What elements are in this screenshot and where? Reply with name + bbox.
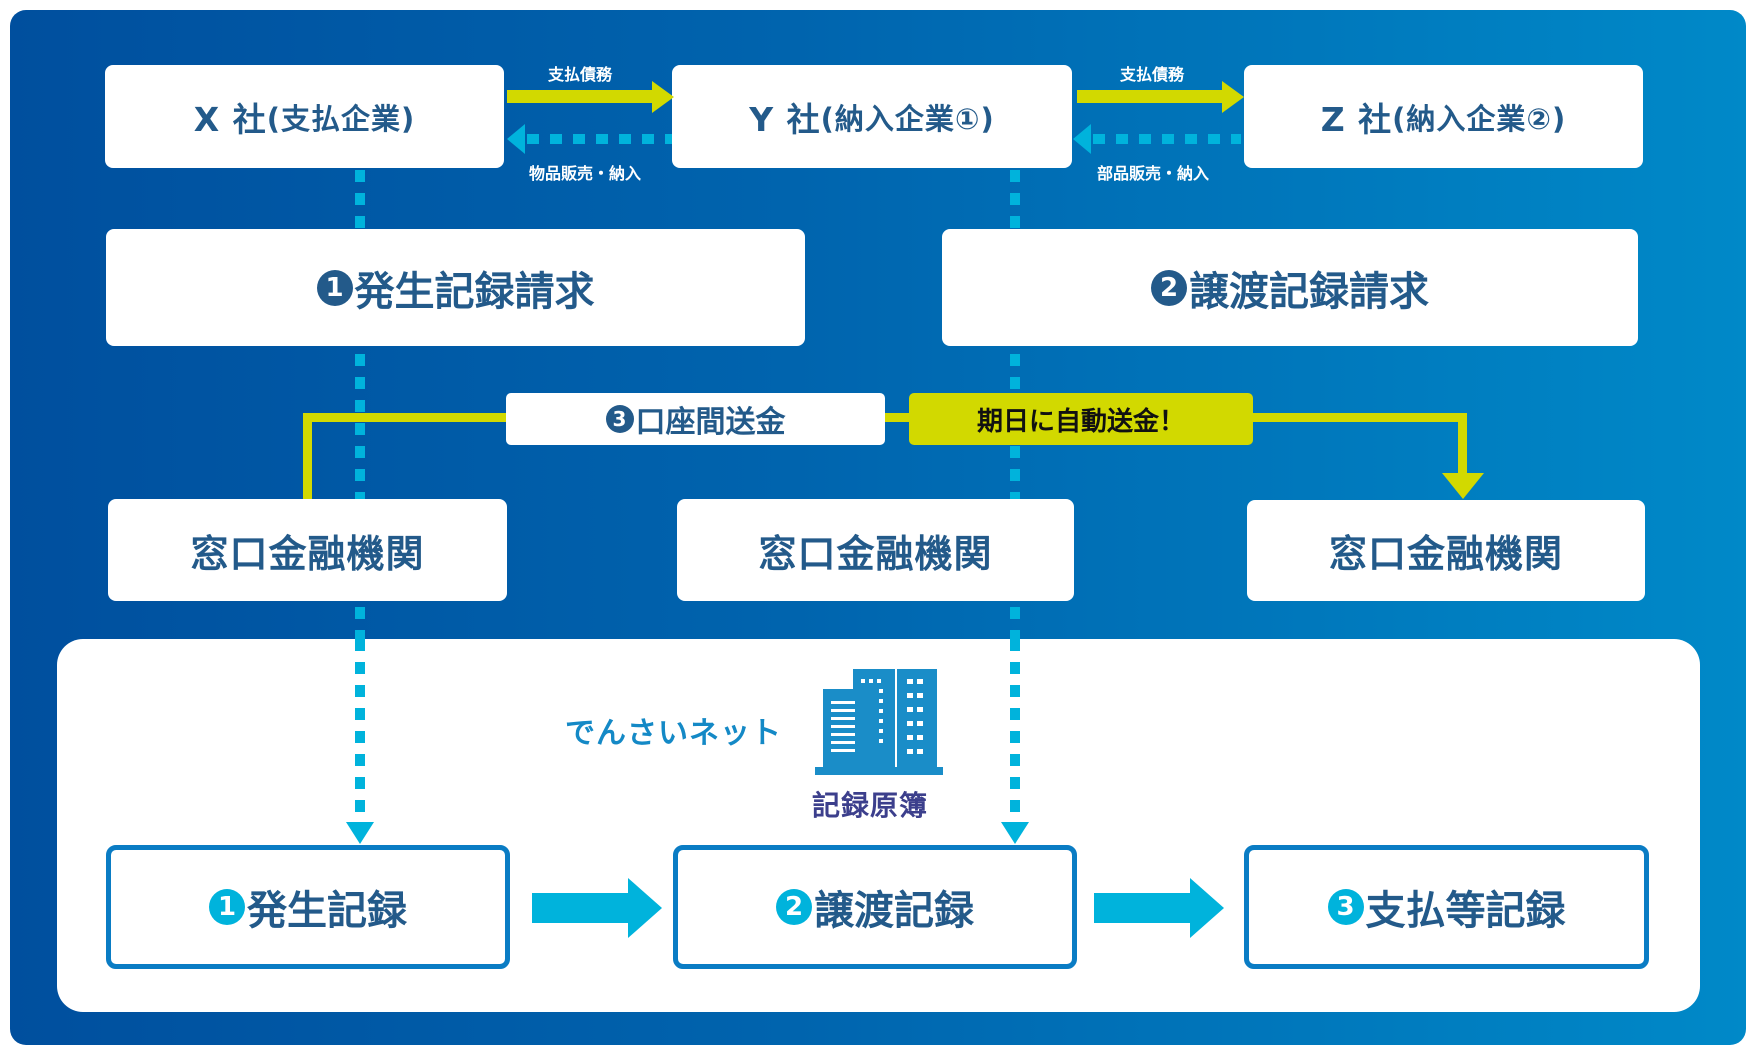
debt-arrow-y-to-z-head	[1222, 81, 1244, 113]
step-3-badge: 3	[605, 405, 634, 433]
bank-box-x: 窓口金融機関	[108, 499, 507, 601]
request-issuance-label: 発生記録請求	[354, 268, 595, 315]
auto-transfer-label: 期日に自動送金！	[976, 406, 1185, 437]
record-transfer-label: 譲渡記録	[814, 888, 974, 934]
step-2-badge: 2	[1151, 269, 1187, 306]
record-step-2-badge: 2	[776, 889, 812, 925]
debt-arrow-x-to-y-head	[652, 81, 674, 113]
densai-net-brand: でんさいネット	[565, 716, 782, 751]
transfer-line-right-vertical	[1458, 413, 1467, 475]
company-y-role: (納入企業①)	[820, 101, 995, 136]
bank-label-x: 窓口金融機関	[190, 531, 425, 576]
y-column-dotted-line-lower	[1010, 639, 1020, 823]
auto-transfer-badge: 期日に自動送金！	[909, 393, 1253, 445]
debt-arrow-y-to-z-shaft	[1077, 90, 1225, 103]
step-1-badge: 1	[316, 269, 353, 306]
company-z-box: Z 社(納入企業②)	[1244, 65, 1643, 168]
company-x-role: (支払企業)	[266, 101, 416, 136]
bank-box-z: 窓口金融機関	[1247, 500, 1645, 601]
request-transfer-label: 譲渡記録請求	[1189, 268, 1429, 315]
transfer-arrow-head	[1442, 473, 1484, 499]
flow-label-z-to-y-sale: 部品販売・納入	[1097, 164, 1210, 183]
y-record-arrow-head	[1001, 822, 1029, 844]
record-ledger-caption: 記録原簿	[812, 789, 929, 822]
transfer-line-middle	[884, 413, 912, 422]
company-x-box: X 社(支払企業)	[105, 65, 504, 168]
record-step-3-badge: 3	[1327, 889, 1364, 925]
bank-label-y: 窓口金融機関	[758, 531, 993, 576]
x-record-arrow-head	[346, 822, 374, 844]
transfer-line-right-horizontal	[1250, 413, 1467, 422]
account-transfer-label: 口座間送金	[635, 405, 786, 440]
bank-label-z: 窓口金融機関	[1328, 532, 1563, 576]
company-y-name: Y 社	[749, 99, 821, 139]
x-column-dotted-line-lower	[355, 639, 365, 823]
y-column-dotted-line	[1010, 170, 1020, 823]
flow-label-x-to-y-debt: 支払債務	[548, 65, 613, 84]
debt-arrow-x-to-y-shaft	[507, 90, 655, 103]
company-z-name: Z 社	[1320, 99, 1393, 139]
record-payment-label: 支払等記録	[1365, 888, 1566, 934]
company-y-box: Y 社(納入企業①)	[672, 65, 1072, 168]
delivery-arrow-y-to-x-dots	[527, 134, 672, 144]
flow-label-y-to-z-debt: 支払債務	[1120, 65, 1185, 84]
company-x-name: X 社	[193, 99, 267, 139]
x-column-dotted-line	[355, 170, 365, 823]
building-icon	[815, 669, 943, 775]
transfer-line-left-vertical	[303, 413, 312, 499]
bank-box-y: 窓口金融機関	[677, 499, 1074, 601]
delivery-arrow-z-to-y-head	[1073, 124, 1091, 154]
record-issuance-label: 発生記録	[247, 888, 407, 934]
delivery-arrow-z-to-y-dots	[1093, 134, 1241, 144]
record-step-1-badge: 1	[209, 889, 245, 925]
company-z-role: (納入企業②)	[1392, 101, 1567, 136]
transfer-line-left-horizontal	[303, 413, 513, 422]
delivery-arrow-y-to-x-head	[507, 124, 525, 154]
flow-label-y-to-x-sale: 物品販売・納入	[529, 164, 642, 183]
